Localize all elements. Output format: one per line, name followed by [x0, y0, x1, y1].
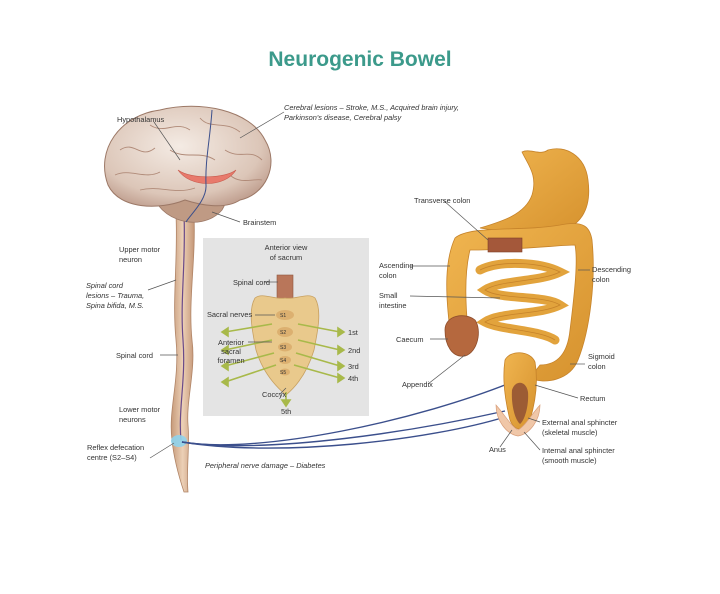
label-internal-sphincter-2: (smooth muscle) — [542, 456, 597, 465]
label-reflex-2: centre (S2–S4) — [87, 453, 137, 462]
label-ascending-2: colon — [379, 271, 397, 280]
inset-label-sacral-nerves: Sacral nerves — [207, 310, 253, 319]
small-intestine — [475, 259, 571, 345]
label-ascending-1: Ascending — [379, 261, 414, 270]
label-cerebral-lesions-1: Cerebral lesions – Stroke, M.S., Acquire… — [284, 103, 459, 112]
label-internal-sphincter-1: Internal anal sphincter — [542, 446, 615, 455]
label-external-sphincter-1: External anal sphincter — [542, 418, 618, 427]
nerve-label-4th: 4th — [348, 374, 359, 383]
label-descending-1: Descending — [592, 265, 632, 274]
nerve-label-5th: 5th — [281, 407, 292, 416]
label-reflex-1: Reflex defecation — [87, 443, 145, 452]
hypothalamus — [177, 169, 237, 184]
label-lower-motor-1: Lower motor — [119, 405, 161, 414]
brain — [104, 105, 272, 207]
label-spinal-cord: Spinal cord — [116, 351, 153, 360]
label-sigmoid-1: Sigmoid — [588, 352, 615, 361]
label-cord-lesions-2: lesions – Trauma, — [86, 291, 145, 300]
label-cord-lesions-1: Spinal cord — [86, 281, 123, 290]
label-cerebral-lesions-2: Parkinson's disease, Cerebral palsy — [284, 113, 402, 122]
vertebra-s3: S3 — [280, 345, 287, 351]
vertebra-s1: S1 — [280, 313, 287, 319]
label-sigmoid-2: colon — [588, 362, 606, 371]
label-hypothalamus: Hypothalamus — [117, 115, 165, 124]
inset-label-foramen-2: sacral — [221, 347, 241, 356]
inset-label-coccyx: Coccyx — [262, 390, 287, 399]
label-transverse-colon: Transverse colon — [414, 196, 471, 205]
spinal-cord — [170, 214, 195, 493]
motor-neuron-line — [179, 214, 186, 441]
caecum — [444, 315, 479, 357]
vertebra-s2: S2 — [280, 330, 287, 336]
label-external-sphincter-2: (skeletal muscle) — [542, 428, 598, 437]
inset-label-spinal-cord: Spinal cord — [233, 278, 270, 287]
label-descending-2: colon — [592, 275, 610, 284]
label-brainstem: Brainstem — [243, 218, 277, 227]
label-caecum: Caecum — [396, 335, 424, 344]
label-small-1: Small — [379, 291, 398, 300]
inset-title-2: of sacrum — [269, 253, 303, 262]
nerve-label-3rd: 3rd — [348, 362, 359, 371]
label-cord-lesions-3: Spina bifida, M.S. — [86, 301, 144, 310]
label-upper-motor-2: neuron — [119, 255, 143, 264]
nerve-label-1st: 1st — [348, 328, 358, 337]
inset-label-foramen-3: foramen — [217, 356, 245, 365]
sacral-vertebrae-shapes — [276, 310, 294, 376]
label-small-2: intestine — [379, 301, 407, 310]
small-intestine-outline — [479, 263, 561, 341]
peripheral-nerves — [181, 380, 516, 449]
label-upper-motor-1: Upper motor — [119, 245, 161, 254]
transverse-colon-cut — [487, 237, 523, 253]
brain-nerve-line — [185, 109, 213, 223]
leader-lines — [147, 111, 590, 459]
label-appendix: Appendix — [402, 380, 433, 389]
diagram-title: Neurogenic Bowel — [268, 48, 452, 71]
nerve-label-2nd: 2nd — [348, 346, 361, 355]
vertebra-s5: S5 — [280, 370, 287, 376]
reflex-defecation-centre — [171, 435, 187, 447]
large-intestine — [446, 223, 594, 382]
label-anus: Anus — [489, 445, 506, 454]
inset-title-1: Anterior view — [264, 243, 308, 252]
stomach — [479, 148, 590, 235]
brain-gyri — [114, 117, 263, 192]
label-lower-motor-2: neurons — [119, 415, 146, 424]
anal-sphincters — [495, 404, 541, 437]
label-rectum: Rectum — [580, 394, 606, 403]
vertebra-s4: S4 — [280, 358, 287, 364]
inset-label-foramen-1: Anterior — [218, 338, 244, 347]
rectum-interior — [511, 382, 529, 424]
label-peripheral-nerve-damage: Peripheral nerve damage – Diabetes — [205, 461, 326, 470]
